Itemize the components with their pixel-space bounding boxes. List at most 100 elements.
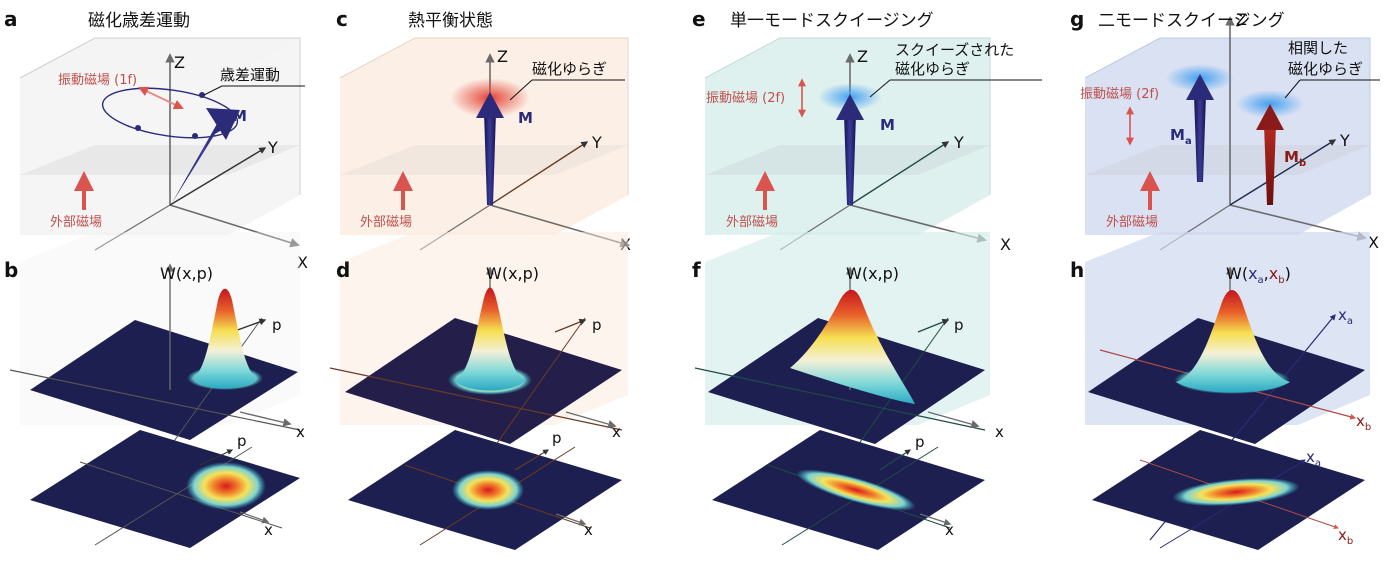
field-label-a: 外部磁場: [50, 215, 102, 230]
wigner-var-xb: x: [1269, 264, 1278, 283]
panel-letter-f: f: [692, 258, 701, 282]
vector-main-mb: M: [1284, 148, 1299, 166]
proj-axis-x-d: x: [584, 521, 593, 539]
axis-x-label-e: X: [1000, 235, 1011, 254]
field-label-e: 外部磁場: [726, 215, 778, 230]
wigner-plane-h: [1085, 232, 1370, 541]
panel-letter-g: g: [1070, 7, 1084, 31]
proj-axis-xa-h: xa: [1306, 448, 1321, 469]
magnetization-arrowhead-mb: [1256, 104, 1284, 130]
magnetization-vector-ma: [1194, 95, 1206, 182]
wigner-prefix: W(: [1226, 264, 1248, 283]
proj-axis-x-b: x: [264, 521, 273, 539]
panel-c: Z Y X M 磁化ゆらぎ 外部磁場 W(x,p) p x: [329, 7, 631, 550]
drive-arrow-a: [138, 86, 184, 110]
magnetization-vector-e: [844, 114, 856, 205]
plane-axis-xa-h: xa: [1338, 306, 1353, 327]
field-label-g: 外部磁場: [1106, 215, 1158, 230]
vector-main-ma: M: [1170, 126, 1185, 144]
axis-y-label-g: Y: [1339, 131, 1350, 150]
wigner-plane-b: [9, 232, 301, 501]
wigner-label-f: W(x,p): [846, 264, 899, 283]
axis-y-label-e: Y: [953, 133, 964, 152]
vector-label-a: M: [232, 107, 247, 125]
panel-a: Z Y X M 振動磁場 (1f) 歳差運動 外部磁場: [4, 7, 308, 548]
vector-label-ma: Ma: [1170, 126, 1192, 147]
wigner-plane-f: [694, 232, 990, 511]
plane-axis-x-b: x: [296, 423, 305, 441]
axis-z-label-g: Z: [1236, 10, 1247, 29]
magnetization-arrowhead-ma: [1186, 74, 1214, 100]
panel-letter-e: e: [692, 7, 706, 31]
plane-axis-xb-h: xb: [1356, 412, 1371, 433]
projection-f: [712, 430, 985, 550]
panel-letter-b: b: [4, 258, 18, 282]
plane-axis-p-d: p: [592, 316, 602, 334]
panel-title-g: 二モードスクイージング: [1098, 11, 1285, 31]
proj-axis-p-f: p: [915, 433, 925, 451]
wigner-var-xa: x: [1248, 264, 1257, 283]
precession-label: 歳差運動: [220, 66, 280, 84]
drive-label-g: 振動磁場 (2f): [1080, 87, 1159, 102]
proj-axis-p-b: p: [237, 432, 247, 450]
vector-sub-mb: b: [1299, 158, 1306, 169]
proj-axis-x-f: x: [945, 521, 954, 539]
axis-x-label-g: X: [1368, 233, 1379, 252]
plane-axis-xa-main: x: [1338, 306, 1347, 324]
field-label-c: 外部磁場: [360, 215, 412, 230]
projection-d: [348, 430, 622, 550]
plane-axis-x-f: x: [995, 423, 1004, 441]
panel-letter-a: a: [4, 7, 18, 31]
plane-axis-p-b: p: [272, 316, 282, 334]
proj-axis-xb-main: x: [1338, 526, 1347, 544]
wigner-plane-d: [329, 232, 628, 511]
plane-axis-x-d: x: [612, 423, 621, 441]
vector-label-c: M: [518, 109, 533, 127]
panel-title-c: 熱平衡状態: [408, 11, 493, 31]
axis-x-label-a: X: [297, 253, 308, 272]
axes-a: [94, 53, 300, 251]
wigner-sub-a: a: [1258, 275, 1264, 286]
wigner-label-d: W(x,p): [486, 264, 539, 283]
axis-y-label-a: Y: [267, 138, 278, 157]
plane-axis-xb-sub: b: [1365, 422, 1371, 433]
panel-letter-d: d: [336, 258, 350, 282]
projection-h: [1092, 430, 1365, 550]
axis-y-label-c: Y: [591, 133, 602, 152]
wigner-label-h: W(xa,xb): [1226, 264, 1291, 286]
proj-axis-xa-sub: a: [1315, 458, 1321, 469]
proj-axis-xb-sub: b: [1347, 536, 1353, 547]
magnetization-vector-c: [484, 112, 496, 205]
fluctuation-label-c: 磁化ゆらぎ: [532, 60, 607, 78]
proj-axis-xb-h: xb: [1338, 526, 1353, 547]
correlated-label-line1: 相関した: [1288, 39, 1348, 57]
plane-axis-p-f: p: [954, 316, 964, 334]
plane-axis-xb-main: x: [1356, 412, 1365, 430]
vector-label-e: M: [880, 116, 895, 134]
drive-label-a: 振動磁場 (1f): [58, 73, 137, 88]
axis-z-label-a: Z: [174, 53, 185, 72]
projection-b: [30, 430, 300, 548]
vector-sub-ma: a: [1185, 136, 1192, 147]
correlated-label-line2: 磁化ゆらぎ: [1288, 60, 1363, 78]
vector-label-mb: Mb: [1284, 148, 1306, 169]
panel-g: Z Y X Ma Mb 相関した 磁化ゆらぎ 振動磁場 (2f) 外部磁場 W(…: [1070, 7, 1380, 550]
proj-axis-xa-main: x: [1306, 448, 1315, 466]
wigner-suffix: ): [1285, 264, 1291, 283]
squeezed-label-line2: 磁化ゆらぎ: [895, 60, 970, 78]
magnetization-arrowhead-c: [476, 92, 504, 118]
panel-title-a: 磁化歳差運動: [88, 11, 190, 31]
proj-axis-p-d: p: [552, 429, 562, 447]
wigner-sub-b: b: [1278, 275, 1284, 286]
panel-letter-h: h: [1070, 258, 1084, 282]
axis-z-label-e: Z: [857, 47, 868, 66]
panel-e: Z Y X M スクイーズされた 磁化ゆらぎ 振動磁場 (2f) 外部磁場 W(…: [692, 7, 1042, 550]
wigner-label-b: W(x,p): [160, 264, 213, 283]
squeezed-label-line1: スクイーズされた: [895, 41, 1014, 59]
wigner-separator: ,: [1264, 264, 1269, 283]
magnetization-arrowhead-e: [836, 94, 864, 120]
plane-axis-xa-sub: a: [1347, 316, 1353, 327]
panel-letter-c: c: [336, 7, 348, 31]
magnetization-vector-mb: [1264, 125, 1276, 205]
